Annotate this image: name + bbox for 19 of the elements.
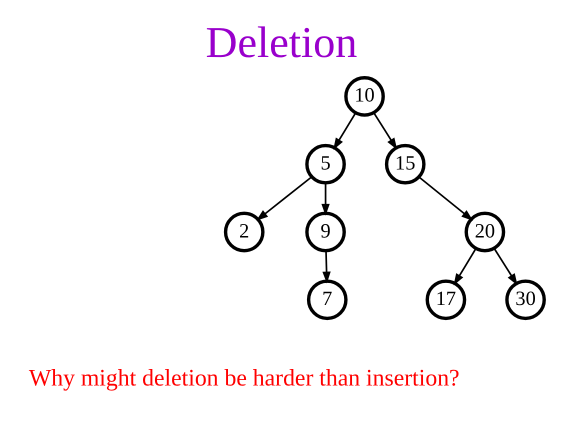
arrow <box>453 248 476 286</box>
node-circle: 7 <box>306 279 348 320</box>
node-circle: 15 <box>384 144 426 185</box>
node-circle: 9 <box>304 212 346 252</box>
caption: Why might deletion be harder than insertion? <box>28 366 460 392</box>
arrow <box>256 176 312 221</box>
node-circle: 20 <box>464 212 505 252</box>
arrow <box>320 183 330 216</box>
node-circle: 5 <box>304 144 346 185</box>
node-circle: 17 <box>425 279 466 320</box>
node-circle: 30 <box>504 279 546 320</box>
arrow <box>332 112 356 150</box>
node-circle: 2 <box>223 212 264 252</box>
arrow <box>493 248 518 286</box>
diagram-title: Deletion <box>205 18 357 68</box>
arrow <box>322 251 330 284</box>
arrow <box>418 176 473 221</box>
node-circle: 10 <box>344 76 384 117</box>
arrow <box>372 112 397 150</box>
